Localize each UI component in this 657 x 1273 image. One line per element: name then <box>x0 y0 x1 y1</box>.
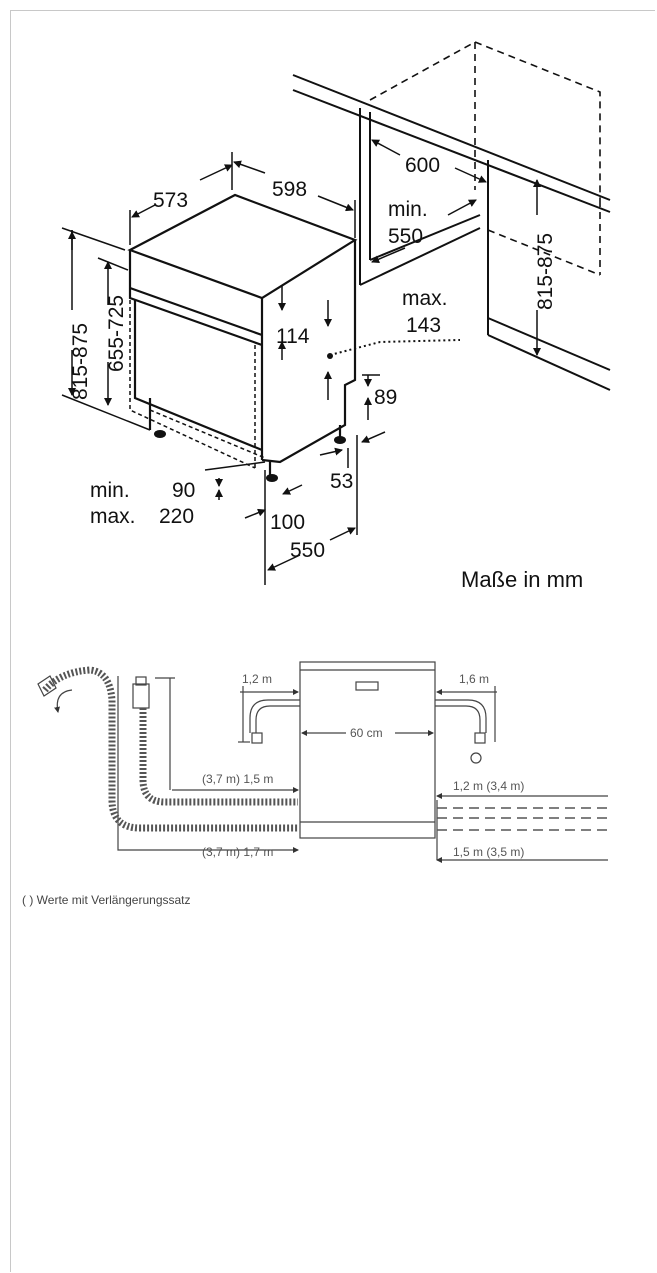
hoses <box>42 666 298 832</box>
footnote: ( ) Werte mit Verlängerungssatz <box>22 893 191 907</box>
dim-niche-width: 600 <box>405 154 440 177</box>
label-drain-hose: (3,7 m) 1,5 m <box>202 772 273 786</box>
dim-base-depth: 550 <box>290 539 325 562</box>
unit-note: Maße in mm <box>461 567 583 592</box>
dim-panel: 114 <box>276 325 310 348</box>
leader-dot <box>327 353 333 359</box>
dim-height-total: 815-875 <box>69 323 92 400</box>
dim-panel-max-label: max. <box>402 287 448 310</box>
dim-plinth-max: 220 <box>159 505 194 528</box>
dimension-lines <box>61 139 541 585</box>
right-dashed <box>437 807 608 831</box>
leader-dotted <box>329 339 461 356</box>
niche-drawing <box>292 74 611 391</box>
hose-end <box>37 675 73 713</box>
dishwasher-drawing <box>127 193 358 478</box>
label-right-cable: 1,6 m <box>459 672 489 686</box>
dim-plinth-min-label: min. <box>90 479 130 502</box>
label-appliance-width: 60 cm <box>350 726 383 740</box>
label-inlet-hose: (3,7 m) 1,7 m <box>202 845 273 859</box>
dim-foot-offset: 53 <box>330 470 353 493</box>
label-right-lower: 1,5 m (3,5 m) <box>453 845 524 859</box>
dishwasher-dashed <box>129 300 266 469</box>
dim-height-body: 655-725 <box>105 295 128 372</box>
niche-dashed <box>369 41 601 276</box>
dim-panel-max: 143 <box>406 314 441 337</box>
dim-width: 598 <box>272 178 307 201</box>
dim-recess: 100 <box>270 511 305 534</box>
feet <box>154 430 346 482</box>
dim-plinth-min: 90 <box>172 479 195 502</box>
dim-niche-depth-min: 550 <box>388 225 423 248</box>
dim-foot-gap: 89 <box>374 386 397 409</box>
page-frame <box>10 10 655 1272</box>
label-left-cable: 1,2 m <box>242 672 272 686</box>
dim-depth: 573 <box>153 189 188 212</box>
dim-niche-depth-min-label: min. <box>388 198 428 221</box>
dim-height-niche: 815-875 <box>534 233 557 310</box>
label-right-upper: 1,2 m (3,4 m) <box>453 779 524 793</box>
dim-plinth-max-label: max. <box>90 505 136 528</box>
